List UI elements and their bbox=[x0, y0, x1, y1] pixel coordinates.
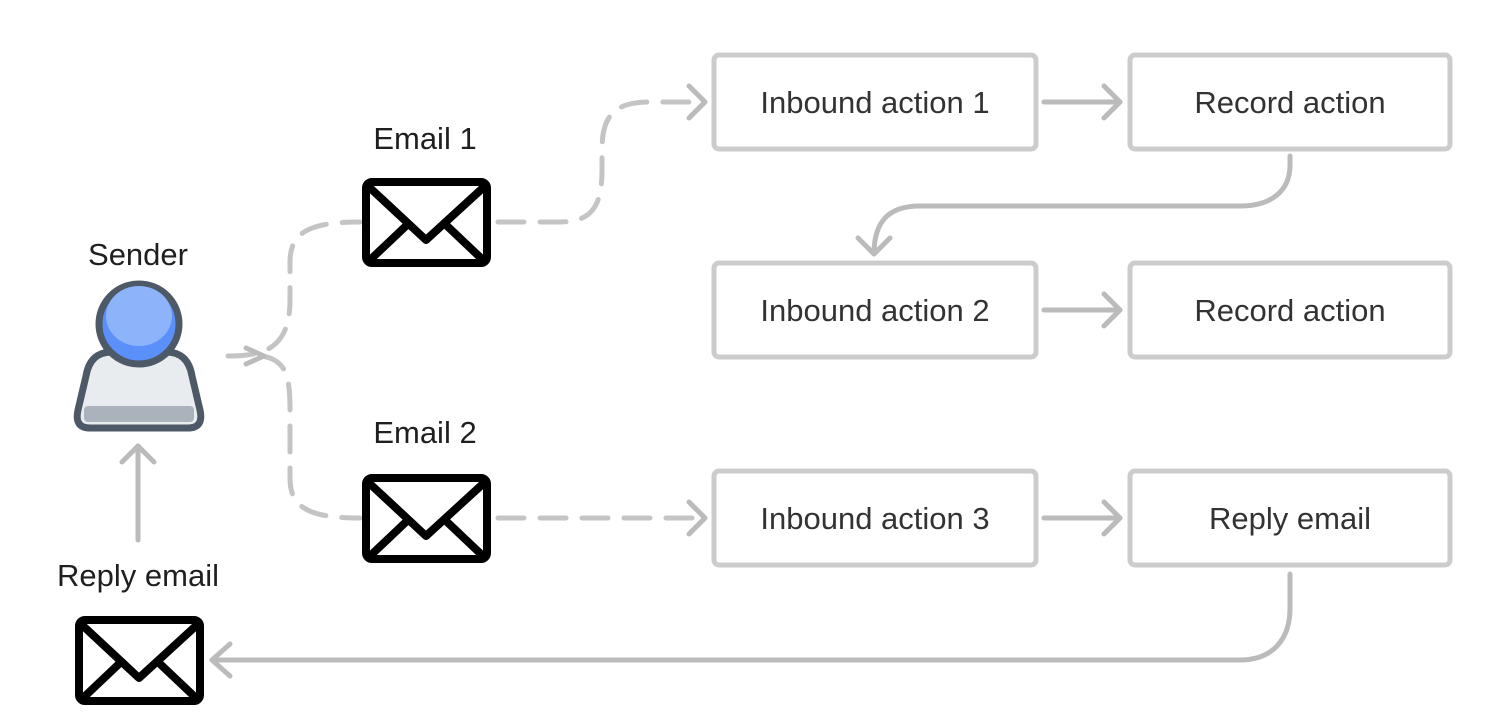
arrowhead-inbound-action-2 bbox=[855, 235, 893, 257]
person-body-shade bbox=[84, 406, 194, 422]
arrowhead-reply-envelope bbox=[209, 641, 233, 679]
node-label: Inbound action 3 bbox=[760, 501, 989, 536]
connector-reply-email-to-envelope bbox=[209, 571, 1293, 663]
node-record-action-1[interactable]: Record action bbox=[1127, 52, 1453, 152]
connector-sender-to-email-1 bbox=[225, 219, 363, 359]
person-head-highlight bbox=[106, 286, 172, 346]
branch-split-marker bbox=[243, 345, 267, 367]
node-label: Record action bbox=[1194, 85, 1385, 120]
connector-email-1-to-inbound-action-1 bbox=[495, 99, 707, 225]
node-inbound-action-3[interactable]: Inbound action 3 bbox=[711, 468, 1039, 568]
reply-email-label: Reply email bbox=[57, 558, 219, 593]
node-reply-email[interactable]: Reply email bbox=[1127, 468, 1453, 568]
sender-label: Sender bbox=[88, 237, 188, 272]
email-2-label: Email 2 bbox=[373, 415, 476, 450]
envelope-icon bbox=[75, 616, 204, 705]
envelope-icon bbox=[362, 178, 491, 267]
node-inbound-action-2[interactable]: Inbound action 2 bbox=[711, 260, 1039, 360]
node-record-action-2[interactable]: Record action bbox=[1127, 260, 1453, 360]
email-1-label: Email 1 bbox=[373, 121, 476, 156]
arrowhead-reply-email-node bbox=[1101, 499, 1123, 537]
node-label: Reply email bbox=[1209, 501, 1371, 536]
arrowhead-record-action-2 bbox=[1101, 291, 1123, 329]
node-inbound-action-1[interactable]: Inbound action 1 bbox=[711, 52, 1039, 152]
connector-record-action-to-inbound-action-2 bbox=[871, 153, 1293, 257]
arrowhead-record-action-1 bbox=[1101, 83, 1123, 121]
node-label: Record action bbox=[1194, 293, 1385, 328]
envelope-icon bbox=[362, 474, 491, 563]
arrowhead-inbound-action-3 bbox=[686, 499, 708, 537]
arrowhead-inbound-action-1 bbox=[686, 83, 708, 121]
node-label: Inbound action 1 bbox=[760, 85, 989, 120]
node-label: Inbound action 2 bbox=[760, 293, 989, 328]
arrowhead-sender bbox=[119, 443, 157, 465]
connector-sender-to-email-2 bbox=[259, 353, 363, 521]
person-icon bbox=[73, 280, 205, 432]
